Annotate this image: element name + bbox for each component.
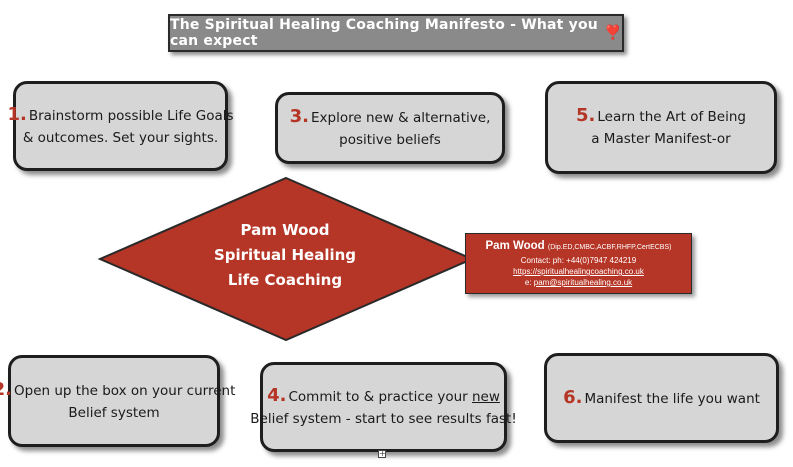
step-box-6: 6.Manifest the life you want: [544, 353, 779, 443]
step-number: 2.: [0, 378, 13, 400]
step-text: a Master Manifest-or: [591, 131, 731, 147]
step-text: Brainstorm possible Life Goals: [28, 107, 234, 124]
step-text: Manifest the life you want: [584, 390, 760, 407]
step-text: Learn the Art of Being: [597, 109, 746, 125]
email-label: e:: [524, 278, 534, 287]
contact-name: Pam Wood: [485, 240, 545, 252]
step-text: & outcomes. Set your sights.: [22, 129, 219, 146]
manifesto-title: The Spiritual Healing Coaching Manifesto…: [168, 14, 624, 52]
step-number: 3.: [289, 105, 309, 127]
step-box-5: 5.Learn the Art of Being a Master Manife…: [545, 81, 777, 174]
step-text: Belief system - start to see results fas…: [250, 410, 517, 427]
step-text: positive beliefs: [339, 131, 441, 148]
step-number: 1.: [7, 103, 27, 125]
website-link[interactable]: https://spiritualhealingcoaching.co.uk: [513, 267, 644, 276]
step-text: Commit to & practice your: [288, 388, 472, 405]
coach-service: Life Coaching: [227, 271, 343, 289]
step-box-3: 3.Explore new & alternative, positive be…: [275, 92, 505, 164]
coach-name: Pam Wood: [240, 221, 330, 239]
step-number: 6.: [563, 386, 583, 408]
center-diamond: [97, 176, 475, 342]
resize-handle-icon[interactable]: +: [378, 449, 386, 458]
step-box-4: 4.Commit to & practice your new Belief s…: [250, 362, 517, 452]
title-text: The Spiritual Healing Coaching Manifesto…: [170, 17, 598, 49]
diamond-shape: [97, 176, 475, 342]
contact-credentials: (Dip.ED,CMBC,ACBF,RHFP,CertECBS): [547, 244, 672, 251]
diamond-label: Pam Wood Spiritual Healing Life Coaching: [170, 218, 400, 293]
step-text-emphasis: new: [472, 388, 500, 405]
contact-card: Pam Wood (Dip.ED,CMBC,ACBF,RHFP,CertECBS…: [465, 233, 692, 294]
step-box-1: 1.Brainstorm possible Life Goals & outco…: [7, 81, 234, 171]
contact-phone: Contact: ph: +44(0)7947 424219: [520, 256, 637, 265]
step-text: Explore new & alternative,: [311, 109, 491, 126]
email-link[interactable]: pam@spiritualhealing.co.uk: [533, 278, 633, 287]
step-text: Open up the box on your current: [14, 382, 236, 399]
step-number: 4.: [267, 384, 287, 406]
heart-icon: ❣️: [604, 25, 622, 41]
step-box-2: 2.Open up the box on your current Belief…: [0, 355, 235, 447]
coach-specialty: Spiritual Healing: [213, 246, 357, 264]
step-text: Belief system: [68, 404, 160, 421]
step-number: 5.: [576, 105, 596, 126]
